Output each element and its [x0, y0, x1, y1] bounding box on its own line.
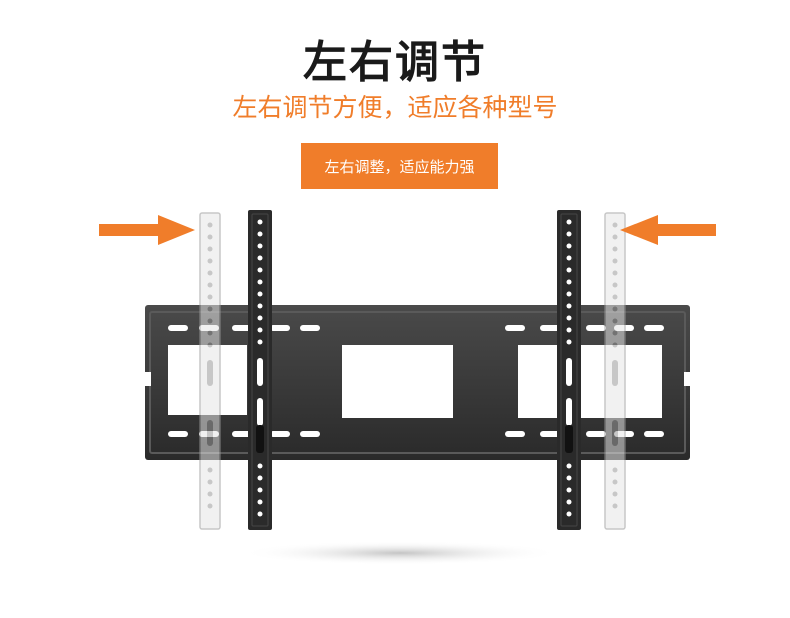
page-subtitle: 左右调节方便，适应各种型号 [232, 93, 558, 122]
wall-plate [145, 305, 690, 460]
feature-badge: 左右调整，适应能力强 [301, 143, 498, 189]
tv-mount-illustration [99, 210, 716, 565]
ghost-arm-left [199, 212, 221, 530]
arm-right [557, 210, 581, 530]
arrow-left-icon [620, 215, 716, 245]
feature-badge-label: 左右调整，适应能力强 [324, 157, 475, 176]
page-title: 左右调节 [303, 37, 487, 88]
floor-shadow [240, 541, 560, 565]
arm-left [248, 210, 272, 530]
arrow-right-icon [99, 215, 195, 245]
ghost-arm-right [604, 212, 626, 530]
